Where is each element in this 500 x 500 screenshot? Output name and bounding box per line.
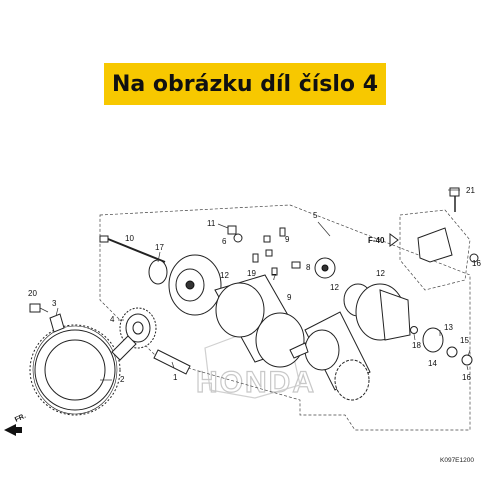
fr-label: FR.	[14, 413, 27, 424]
front-cover	[168, 254, 222, 316]
rear-cover	[355, 283, 411, 341]
callout-4: 4	[110, 315, 115, 324]
o-ring	[148, 259, 168, 285]
callout-12b: 12	[330, 283, 339, 292]
callout-5: 5	[313, 211, 318, 220]
drawing-code: K097E1200	[440, 457, 474, 464]
callout-6: 6	[222, 237, 227, 246]
armature	[289, 311, 371, 401]
bolt-20	[29, 303, 49, 313]
callout-2: 2	[120, 375, 125, 384]
callout-14: 14	[428, 359, 437, 368]
callout-12a: 12	[220, 271, 229, 280]
motor-yoke	[214, 274, 306, 368]
banner-text: Na obrázku díl číslo 4	[111, 71, 379, 97]
watermark-text: HONDA	[196, 366, 316, 399]
f40-reference: F-40	[368, 233, 399, 247]
callout-15: 15	[460, 336, 469, 345]
callout-17: 17	[155, 243, 164, 252]
callout-16a: 16	[472, 259, 481, 268]
clip	[49, 313, 65, 333]
callout-18: 18	[412, 341, 421, 350]
callout-1: 1	[173, 373, 178, 382]
callout-3: 3	[52, 299, 57, 308]
callout-7: 7	[272, 273, 277, 282]
callout-9b: 9	[287, 293, 292, 302]
small-screws	[227, 225, 301, 276]
callout-11: 11	[207, 219, 216, 228]
front-direction-indicator: FR.	[4, 413, 27, 436]
callout-9a: 9	[285, 235, 290, 244]
callout-21: 21	[466, 186, 475, 195]
starter-idle-gear	[111, 307, 157, 361]
leader-lines	[55, 189, 471, 381]
part-number-banner: Na obrázku díl číslo 4	[104, 63, 386, 105]
ring-gear	[29, 324, 121, 416]
f40-label: F-40	[368, 236, 385, 245]
callout-12c: 12	[376, 269, 385, 278]
callout-20: 20	[28, 289, 37, 298]
callout-10: 10	[125, 234, 134, 243]
callout-numbers: 1 2 3 4 5 6 7 8 9 9 10 11 12 12 12 13 14…	[28, 186, 481, 384]
long-bolt	[99, 235, 166, 263]
callout-8: 8	[306, 263, 311, 272]
callout-16b: 16	[462, 373, 471, 382]
honda-watermark: HONDA	[195, 334, 316, 400]
callout-19: 19	[247, 269, 256, 278]
bearing-set	[410, 326, 473, 366]
callout-13: 13	[444, 323, 453, 332]
terminal-bracket	[417, 187, 479, 263]
